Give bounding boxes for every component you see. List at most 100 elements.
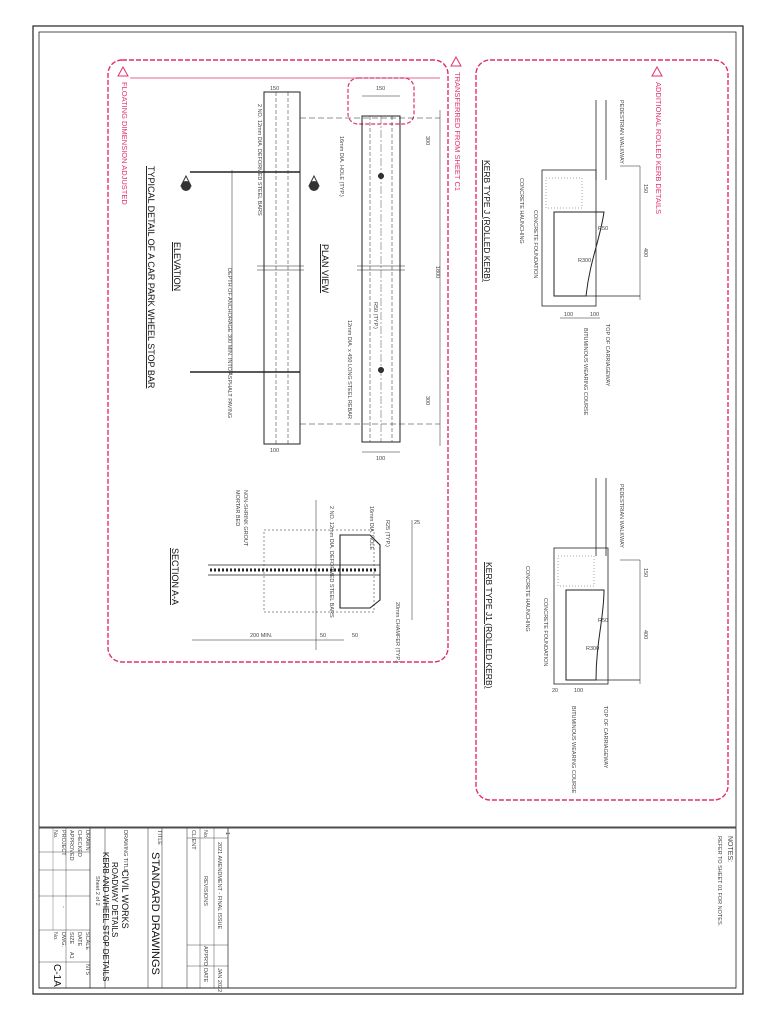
revision-note-additional: ADDITIONAL ROLLED KERB DETAILS [654,82,663,214]
kerb-j-r50: R50 [598,226,608,232]
drawing-title-line1: CIVIL WORKS [120,870,130,929]
kerb-j1-dim-100: 100 [574,688,583,694]
drawing-area-border [38,31,737,828]
section-note-mortar: MORTAR BED [234,490,240,526]
kerb-j-title: KERB TYPE J (ROLLED KERB) [482,160,492,282]
rev-desc: 2021 AMENDMENT - FINAL ISSUE [216,842,222,929]
project-label: PROJECT [60,830,66,856]
sheet-border [32,25,744,995]
dim-25: 25 [414,520,420,526]
note-rebar: 12mm DIA. x 450 LONG STEEL REBAR [346,320,352,419]
rev-col-no: No. [202,830,208,839]
notes-header: NOTES: [726,836,733,862]
section-title: SECTION A-A [170,548,180,605]
note-anchorage: DEPTH OF ANCHORAGE 300 MIN. INTO ASPHALT… [226,268,232,418]
section-note-bars: 2 NO. 12mm DIA. DEFORMED STEEL BARS [328,506,334,618]
dim-150-plan: 150 [376,86,385,92]
kerb-j-top-carriageway: TOP OF CARRIAGEWAY [604,324,610,387]
dwg-no-label: No. [52,932,58,941]
dim-200-min: 200 MIN. [250,633,273,639]
kerb-j-foundation: CONCRETE FOUNDATION [532,210,538,278]
rev-col-apprd: APPR'D [202,946,208,966]
kerb-type-j [541,100,641,319]
project-no-label: No. [52,830,58,839]
revision-triangle-icon [651,65,663,77]
size-label: SIZE [68,932,74,945]
sheet-number: Sheet 2 of 2 [94,876,100,906]
section-note-grout: NON-SHRINK GROUT [242,490,248,547]
revision-cloud-left [107,59,449,663]
dim-150-elev: 150 [270,86,279,92]
dwg-label: DWG. [60,932,66,947]
dim-300-bottom: 300 [424,396,430,405]
revision-note-transferred: TRANSFERRED FROM SHEET C1 [453,72,462,191]
wheel-stop-title: TYPICAL DETAIL OF A CAR PARK WHEEL STOP … [146,166,156,389]
kerb-j1-title: KERB TYPE J1 (ROLLED KERB) [484,562,494,689]
drawing-title-label: DRAWING TITLE [122,830,128,873]
section-marker-icon [180,174,320,191]
notes-line1: REFER TO SHEET 01 FOR NOTES. [716,836,722,927]
wheel-stop-plan [357,95,441,453]
rev-no: 1 [224,832,230,835]
kerb-j-dim-100a: 100 [564,312,573,318]
dim-300-top: 300 [424,136,430,145]
kerb-j1-top-carriageway: TOP OF CARRIAGEWAY [602,706,608,769]
drawn-label: DRAWN [84,830,90,851]
kerb-type-j1 [553,478,641,685]
project-dash: - [60,906,66,908]
dwg-number: C-1A [51,964,62,987]
kerb-j-r300: R300 [578,258,591,264]
note-hole: 16mm DIA. HOLE (TYP.) [338,136,344,197]
kerb-j1-dim-400: 400 [642,630,648,639]
rev-date: JAN 2022 [216,968,222,992]
dim-50-b: 50 [352,633,358,639]
rev-col-date: DATE [202,968,208,983]
kerb-j-dim-400: 400 [642,248,648,257]
revision-triangle-icon [450,55,462,67]
note-r50: R50 (TYP.) [372,302,378,329]
kerb-j-dim-150: 150 [642,184,648,193]
dim-100-elev: 100 [270,448,279,454]
title-label: TITLE [156,830,162,845]
title-block [38,827,737,989]
date-label: DATE [76,932,82,947]
size-value: A1 [68,952,74,959]
kerb-j1-r50: R50 [598,618,608,624]
kerb-j-pedestrian: PEDESTRIAN WALKWAY [618,100,624,164]
kerb-j-haunching: CONCRETE HAUNCHING [518,178,524,244]
elevation-title: ELEVATION [172,242,182,291]
kerb-j-bitumen: BITUMINOUS WEARING COURSE [582,328,588,416]
kerb-j1-bitumen: BITUMINOUS WEARING COURSE [570,706,576,794]
kerb-j1-dim-20: 20 [552,688,558,694]
kerb-j1-pedestrian: PEDESTRIAN WALKWAY [618,484,624,548]
approved-label: APPROVED [68,830,74,861]
kerb-j1-dim-150: 150 [642,568,648,577]
note-bars: 2 NO. 12mm DIA. DEFORMED STEEL BARS [256,104,262,216]
kerb-j1-haunching: CONCRETE HAUNCHING [524,566,530,632]
section-note-hole: 16mm DIA. HOLE [368,506,374,550]
drawing-title-line2: ROADWAY DETAILS [110,862,119,937]
revision-note-floating: FLOATING DIMENSION ADJUSTED [120,82,129,205]
dim-50-a: 50 [320,633,326,639]
dim-1800: 1800 [434,266,440,278]
kerb-j-dim-100b: 100 [590,312,599,318]
drawing-set-title: STANDARD DRAWINGS [149,852,161,975]
kerb-j1-foundation: CONCRETE FOUNDATION [542,598,548,666]
wheel-stop-elevation [190,91,440,445]
drawing-title-line3: KERB AND WHEEL STOP DETAILS [101,852,110,982]
dim-100-plan: 100 [376,456,385,462]
revision-cloud-right [475,59,729,801]
scale-value: NTS [84,964,90,975]
section-a-a [192,500,413,650]
rev-col-revisions: REVISIONS [202,876,208,906]
note-r25: R25 (TYP.) [384,520,390,547]
revision-triangle-icon [117,65,129,77]
scale-label: SCALE [84,932,90,950]
client-label: CLIENT [190,830,196,850]
checked-label: CHECKED [76,830,82,857]
plan-view-title: PLAN VIEW [320,244,330,294]
kerb-j1-r300: R300 [586,646,599,652]
note-chamfer: 20mm CHAMFER (TYP.) [394,602,400,663]
